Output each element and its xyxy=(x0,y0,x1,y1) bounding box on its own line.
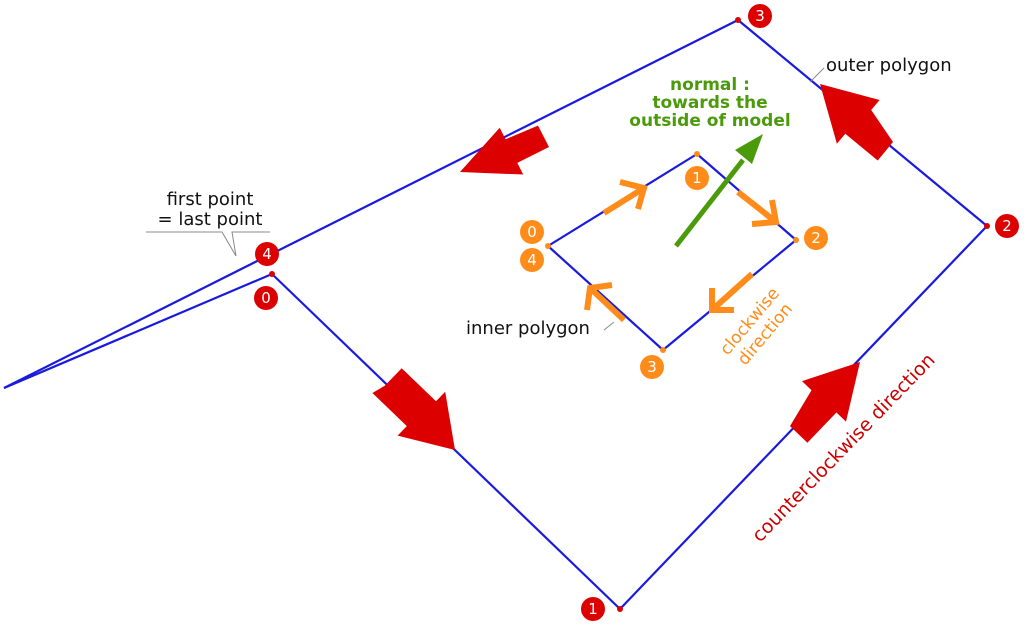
red-arrow-edge-1-2 xyxy=(790,362,860,443)
red-arrow-edge-3-4 xyxy=(460,125,549,175)
svg-text:0: 0 xyxy=(527,223,537,241)
outer-point-4: 4 xyxy=(255,242,279,266)
outer-point-1: 1 xyxy=(581,597,605,621)
inner-point-2: 2 xyxy=(804,226,828,250)
outer-polygon-label: outer polygon xyxy=(826,55,952,76)
normal-arrow xyxy=(674,134,763,248)
callout-lines xyxy=(146,67,825,331)
svg-text:4: 4 xyxy=(262,245,272,263)
svg-text:first point: first point xyxy=(167,189,254,210)
svg-text:normal :: normal : xyxy=(670,75,750,95)
outer-direction-arrows xyxy=(372,84,893,450)
inner-point-markers: 0 1 2 3 4 xyxy=(520,166,828,379)
red-arrow-edge-2-3 xyxy=(820,84,893,161)
outer-point-3: 3 xyxy=(748,4,772,28)
outer-point-2: 2 xyxy=(995,214,1019,238)
inner-point-0: 0 xyxy=(520,220,544,244)
svg-text:4: 4 xyxy=(527,251,537,269)
inner-point-4: 4 xyxy=(520,248,544,272)
first-point-label: first point = last point xyxy=(158,189,263,230)
svg-text:towards the: towards the xyxy=(652,93,767,113)
svg-text:2: 2 xyxy=(1002,217,1012,235)
svg-text:2: 2 xyxy=(811,229,821,247)
outer-edge-3-4 xyxy=(3,19,739,389)
orange-arrow-edge-1-2 xyxy=(736,189,780,227)
svg-text:1: 1 xyxy=(692,169,702,187)
outer-point-markers: 0 1 2 3 4 xyxy=(254,4,1019,621)
svg-text:outside of model: outside of model xyxy=(629,111,790,131)
svg-text:1: 1 xyxy=(588,600,598,618)
orange-arrow-edge-3-0 xyxy=(584,282,627,323)
inner-point-3: 3 xyxy=(640,355,664,379)
svg-text:3: 3 xyxy=(755,7,765,25)
red-arrow-edge-0-1 xyxy=(372,368,455,450)
svg-text:3: 3 xyxy=(647,358,657,376)
inner-edge-3-0 xyxy=(547,245,664,351)
svg-text:0: 0 xyxy=(261,289,271,307)
inner-polygon-label: inner polygon xyxy=(466,318,590,339)
outer-point-0: 0 xyxy=(254,286,278,310)
inner-direction-arrows xyxy=(584,179,780,323)
orange-arrow-edge-0-1 xyxy=(602,179,648,216)
normal-label: normal : towards the outside of model xyxy=(629,75,790,131)
vertex-dots xyxy=(269,17,990,612)
svg-text:= last point: = last point xyxy=(158,209,263,230)
outer-edge-4-0 xyxy=(3,272,273,390)
orange-arrow-edge-2-3 xyxy=(709,271,755,313)
inner-point-1: 1 xyxy=(685,166,709,190)
